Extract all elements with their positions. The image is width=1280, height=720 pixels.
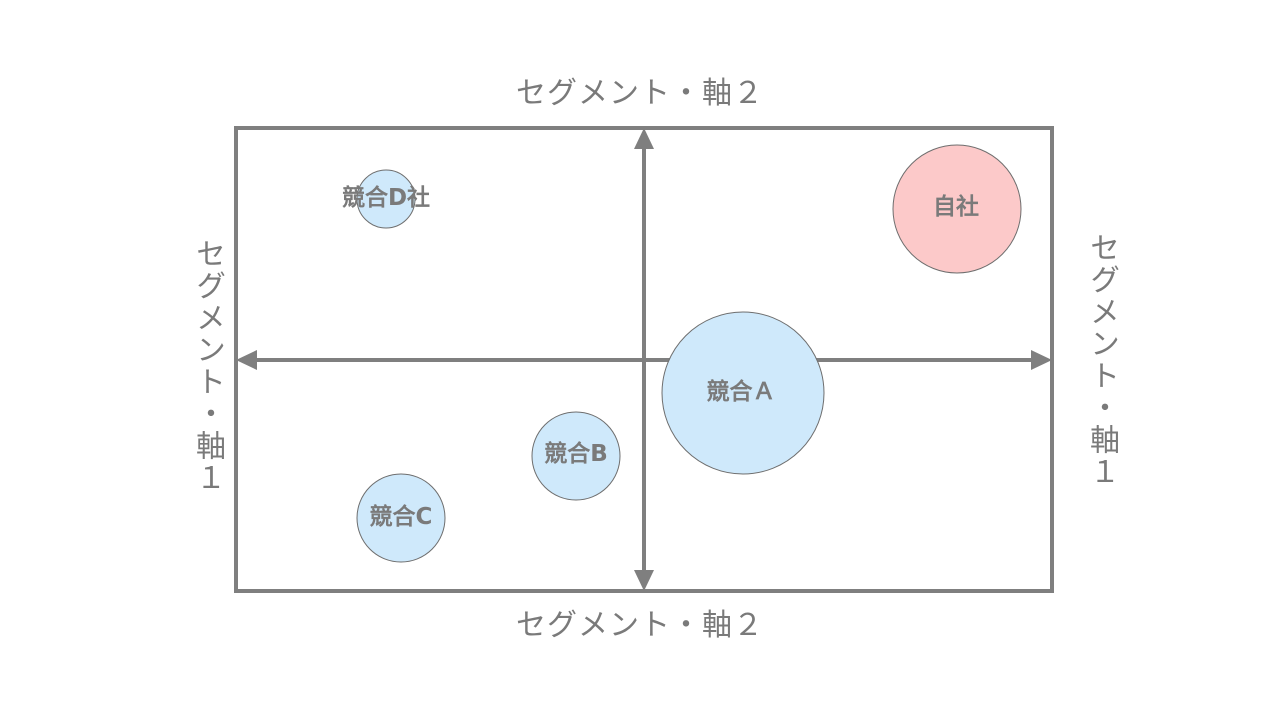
arrow-down-icon	[634, 570, 654, 591]
bubble-competitor-a: 競合Ａ	[661, 311, 825, 475]
bubble-competitor-b-circle	[531, 411, 621, 501]
bubble-own-company-circle	[892, 144, 1022, 274]
bubble-competitor-d: 競合D社	[342, 169, 430, 229]
bubble-competitor-d-circle	[356, 169, 416, 229]
axis-1-right-label: セグメント・軸１	[1084, 232, 1119, 488]
bubble-competitor-a-circle	[661, 311, 825, 475]
bubble-own-company: 自社	[892, 144, 1022, 274]
axis-1-left-label: セグメント・軸１	[190, 238, 225, 494]
bubble-competitor-c-circle	[356, 473, 446, 563]
bubble-own-company-label: 自社	[933, 193, 979, 220]
bubble-competitor-b: 競合B	[531, 411, 621, 501]
arrow-up-icon	[634, 128, 654, 149]
bubble-competitor-b-label: 競合B	[544, 440, 608, 467]
bubble-competitor-a-label: 競合Ａ	[707, 378, 776, 405]
axis-2-bottom-label: セグメント・軸２	[516, 608, 764, 643]
arrow-left-icon	[236, 350, 257, 370]
arrow-right-icon	[1031, 350, 1052, 370]
bubble-competitor-d-label: 競合D社	[342, 184, 430, 211]
bubble-competitor-c-label: 競合C	[370, 503, 433, 530]
axis-2-top-label: セグメント・軸２	[516, 76, 764, 111]
vertical-axis-arrow	[634, 128, 654, 591]
bubble-competitor-c: 競合C	[356, 473, 446, 563]
